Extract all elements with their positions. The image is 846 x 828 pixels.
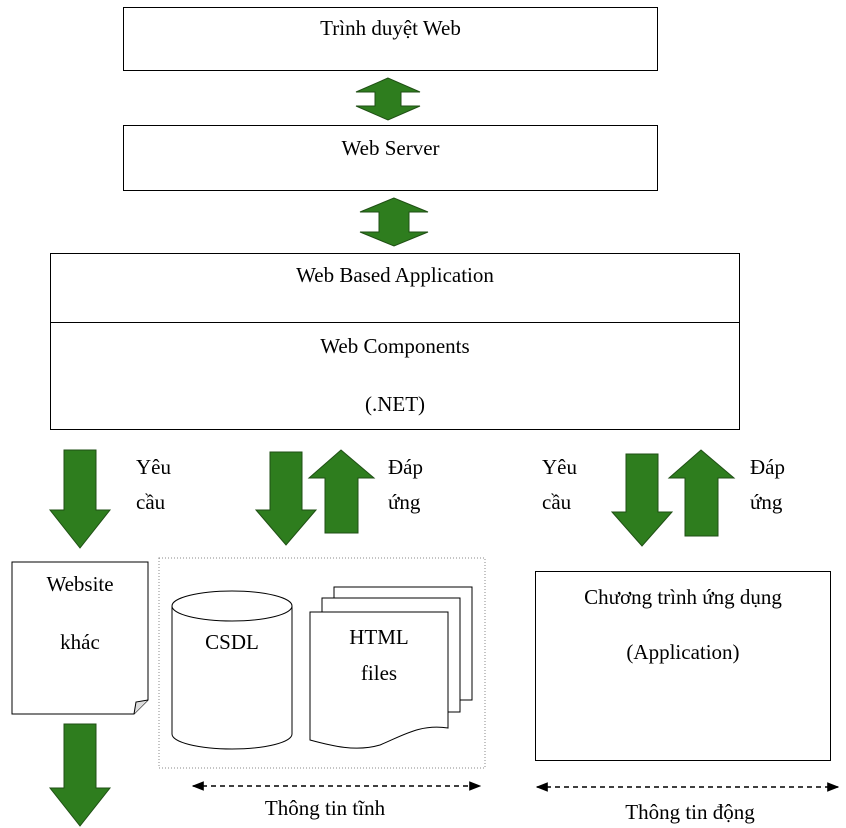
- static-info-caption: Thông tin tĩnh: [264, 796, 386, 820]
- right-response-label-2: ứng: [750, 490, 783, 514]
- web-application-divider: [50, 322, 740, 323]
- left-request-label-2: cầu: [136, 490, 166, 514]
- other-website-label-1: Website: [46, 572, 114, 596]
- application-label-1: Chương trình ứng dụng: [584, 585, 782, 609]
- server-app-double-arrow: [359, 197, 429, 247]
- html-files-label-2: files: [360, 661, 398, 685]
- web-based-application-label: Web Based Application: [296, 263, 494, 287]
- html-files-label-1: HTML: [349, 625, 409, 649]
- web-components-label: Web Components: [320, 334, 470, 358]
- dotnet-label: (.NET): [364, 392, 426, 416]
- other-website-label-2: khác: [60, 630, 100, 654]
- right-response-up-arrow: [667, 449, 736, 537]
- web-application-box: [50, 253, 740, 430]
- dynamic-info-caption: Thông tin động: [625, 800, 755, 824]
- middle-response-label-2: ứng: [388, 490, 421, 514]
- static-info-container: [158, 557, 486, 769]
- middle-request-down-arrow: [254, 451, 318, 546]
- web-server-label: Web Server: [341, 136, 440, 160]
- application-box: [535, 571, 831, 761]
- left-request-down-arrow: [48, 449, 112, 549]
- right-request-down-arrow: [610, 453, 674, 547]
- html-files-stack: [309, 586, 473, 749]
- database-label: CSDL: [205, 630, 259, 654]
- database-cylinder: [171, 590, 293, 750]
- bottom-down-arrow: [48, 723, 112, 827]
- browser-box: [123, 7, 658, 71]
- right-request-label-1: Yêu: [542, 455, 577, 479]
- right-request-label-2: cầu: [542, 490, 572, 514]
- browser-server-double-arrow: [355, 77, 421, 121]
- left-request-label-1: Yêu: [136, 455, 171, 479]
- middle-response-up-arrow: [307, 449, 376, 534]
- browser-label: Trình duyệt Web: [320, 16, 461, 40]
- web-server-box: [123, 125, 658, 191]
- right-response-label-1: Đáp: [750, 455, 785, 479]
- application-label-2: (Application): [626, 640, 740, 664]
- middle-response-label-1: Đáp: [388, 455, 423, 479]
